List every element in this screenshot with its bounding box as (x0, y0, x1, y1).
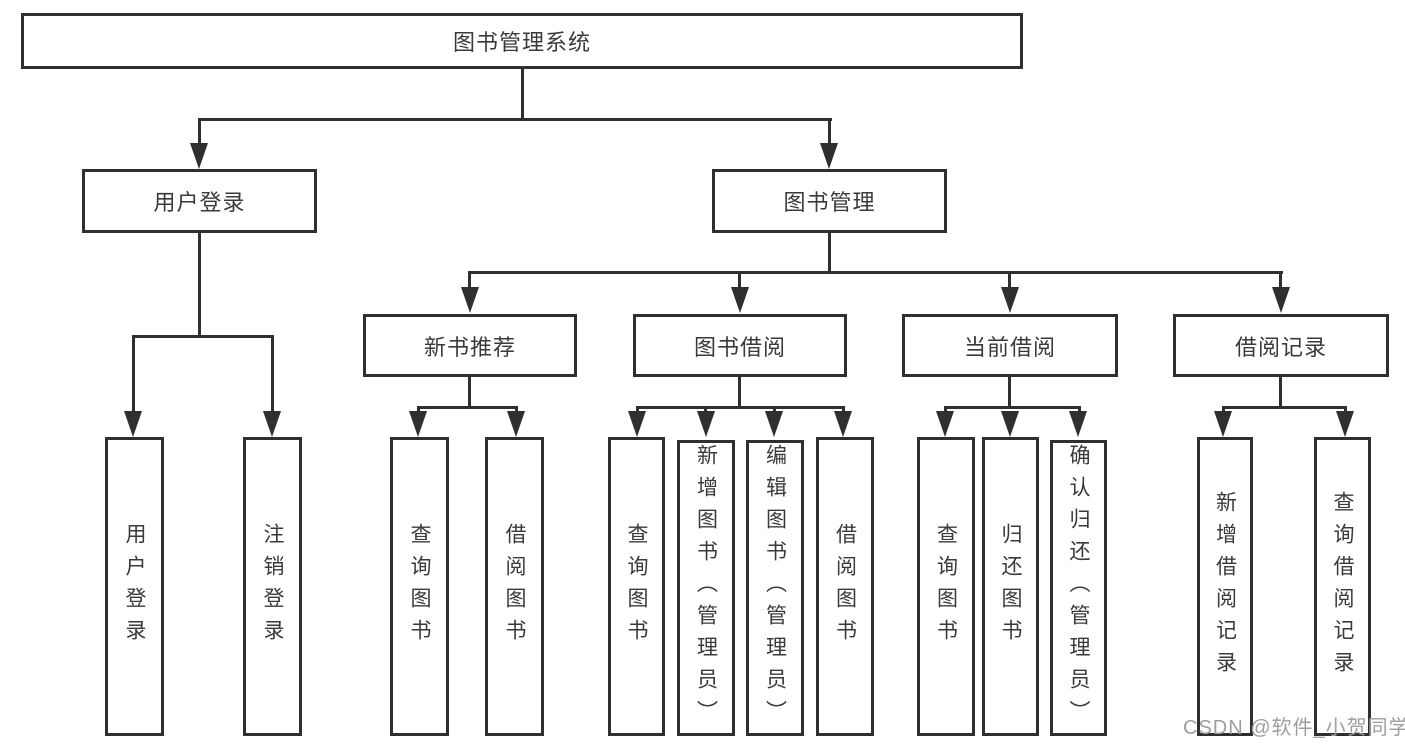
connector-segment (198, 233, 201, 337)
arrowhead-down (409, 411, 427, 437)
connector-segment (468, 377, 471, 408)
node-label: 借阅图书 (833, 522, 857, 651)
connector-segment (198, 118, 201, 146)
connector-segment (132, 335, 274, 338)
arrowhead-down (1336, 411, 1354, 437)
leaf-add-borrow-record: 新增借阅记录 (1197, 437, 1253, 736)
node-user-login: 用户登录 (82, 169, 317, 233)
node-label: 新书推荐 (423, 334, 516, 360)
arrowhead-down (263, 411, 281, 437)
node-label: 查询借阅记录 (1331, 490, 1354, 683)
connector-segment (1344, 406, 1347, 415)
connector-segment (198, 118, 832, 121)
arrowhead-down (1001, 411, 1019, 437)
leaf-borrow-books-borrowing: 借阅图书 (816, 437, 874, 736)
connector-segment (773, 406, 776, 415)
arrowhead-down (1214, 411, 1232, 437)
arrowhead-down (834, 411, 852, 437)
node-label: 当前借阅 (963, 334, 1056, 360)
arrowhead-down (1001, 287, 1019, 313)
connector-segment (636, 406, 639, 415)
node-label: 查询图书 (625, 522, 648, 651)
connector-segment (828, 118, 831, 146)
connector-segment (1279, 377, 1282, 408)
leaf-borrow-books-recommend: 借阅图书 (485, 437, 544, 736)
leaf-logout: 注销登录 (243, 437, 302, 736)
leaf-edit-books-admin: 编辑图书（管理员） (746, 440, 804, 736)
arrowhead-down (936, 411, 954, 437)
arrowhead-down (461, 287, 479, 313)
connector-segment (704, 406, 707, 415)
node-label: 查询图书 (408, 522, 431, 651)
arrowhead-down (820, 143, 838, 169)
node-label: 借阅图书 (503, 522, 526, 651)
node-label: 新增借阅记录 (1213, 490, 1237, 683)
leaf-add-books-admin: 新增图书（管理员） (677, 440, 735, 736)
connector-segment (842, 406, 845, 415)
node-borrowing-records: 借阅记录 (1173, 314, 1389, 377)
connector-segment (1279, 271, 1282, 291)
connector-segment (738, 377, 741, 408)
node-label: 图书借阅 (693, 334, 786, 360)
connector-segment (738, 271, 741, 291)
arrowhead-down (1069, 411, 1087, 437)
arrowhead-down (697, 411, 715, 437)
node-library-system: 图书管理系统 (21, 13, 1023, 69)
node-book-borrowing: 图书借阅 (633, 314, 847, 377)
node-label: 借阅记录 (1234, 334, 1327, 360)
connector-segment (1008, 377, 1011, 408)
leaf-return-books: 归还图书 (982, 437, 1039, 736)
leaf-user-login: 用户登录 (105, 437, 164, 736)
node-label: 用户登录 (153, 190, 246, 215)
leaf-query-books-current: 查询图书 (917, 437, 975, 736)
node-current-borrowing: 当前借阅 (902, 314, 1118, 377)
arrowhead-down (765, 411, 783, 437)
node-label: 图书管理系统 (452, 30, 591, 55)
connector-segment (271, 335, 274, 413)
connector-segment (636, 406, 845, 409)
arrowhead-down (124, 411, 142, 437)
connector-segment (515, 406, 518, 415)
leaf-query-books-borrowing: 查询图书 (608, 437, 665, 736)
connector-segment (468, 271, 471, 291)
node-label: 确认归还（管理员） (1067, 444, 1090, 732)
node-label: 归还图书 (999, 522, 1022, 651)
connector-segment (1078, 406, 1081, 415)
connector-segment (417, 406, 420, 415)
arrowhead-down (507, 411, 525, 437)
node-label: 图书管理 (783, 190, 876, 215)
leaf-confirm-return-admin: 确认归还（管理员） (1050, 440, 1107, 736)
connector-segment (468, 271, 1283, 274)
connector-segment (1008, 271, 1011, 291)
node-new-book-recommend: 新书推荐 (363, 314, 577, 377)
connector-segment (417, 406, 518, 409)
leaf-query-borrow-record: 查询借阅记录 (1314, 437, 1371, 736)
connector-segment (521, 69, 524, 120)
arrowhead-down (1272, 287, 1290, 313)
arrowhead-down (190, 143, 208, 169)
node-label: 新增图书（管理员） (694, 444, 718, 732)
node-book-management: 图书管理 (712, 169, 947, 233)
node-label: 注销登录 (261, 522, 284, 651)
connector-segment (944, 406, 947, 415)
connector-segment (944, 406, 1081, 409)
arrowhead-down (731, 287, 749, 313)
node-label: 查询图书 (934, 522, 958, 651)
connector-segment (1222, 406, 1347, 409)
connector-segment (828, 233, 831, 274)
node-label: 编辑图书（管理员） (763, 444, 787, 732)
watermark-text: CSDN @软件_小贺同学 (1183, 717, 1405, 739)
node-label: 用户登录 (123, 522, 146, 651)
arrowhead-down (628, 411, 646, 437)
connector-segment (1222, 406, 1225, 415)
leaf-query-books-recommend: 查询图书 (390, 437, 449, 736)
connector-segment (132, 335, 135, 413)
